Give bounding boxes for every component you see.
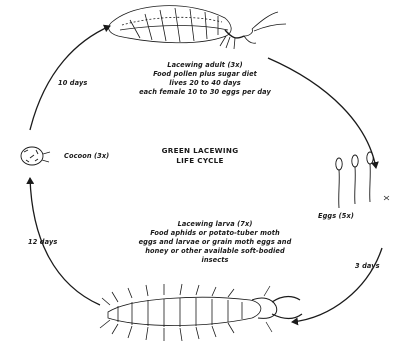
larva-line-4: insects <box>150 256 280 264</box>
larva-illustration <box>100 284 302 341</box>
diagram-title-line-2: LIFE CYCLE <box>140 156 260 165</box>
adult-heading: Lacewing adult (3x) <box>120 61 290 69</box>
adult-line-3: each female 10 to 30 eggs per day <box>100 88 310 96</box>
eggs-illustration <box>336 152 389 208</box>
cocoon-illustration <box>21 147 50 165</box>
larva-line-3: honey or other available soft-bodied <box>110 247 320 255</box>
duration-larva-to-cocoon: 12 days <box>28 238 57 246</box>
arrow-cocoon-to-adult <box>30 26 110 130</box>
duration-adult-to-cocoon: 10 days <box>58 79 87 87</box>
larva-line-1: Food aphids or potato-tuber moth <box>110 229 320 237</box>
duration-eggs-to-larva: 3 days <box>355 262 380 270</box>
adult-lacewing-illustration <box>109 6 286 49</box>
larva-line-2: eggs and larvae or grain moth eggs and <box>105 238 325 246</box>
eggs-label: Eggs (5x) <box>318 212 354 220</box>
adult-line-2: lives 20 to 40 days <box>110 79 300 87</box>
arrow-eggs-to-larva <box>292 248 382 322</box>
adult-line-1: Food pollen plus sugar diet <box>110 70 300 78</box>
larva-heading: Lacewing larva (7x) <box>120 220 310 228</box>
cocoon-label: Cocoon (3x) <box>64 152 109 160</box>
diagram-title-line-1: GREEN LACEWING <box>140 146 260 155</box>
